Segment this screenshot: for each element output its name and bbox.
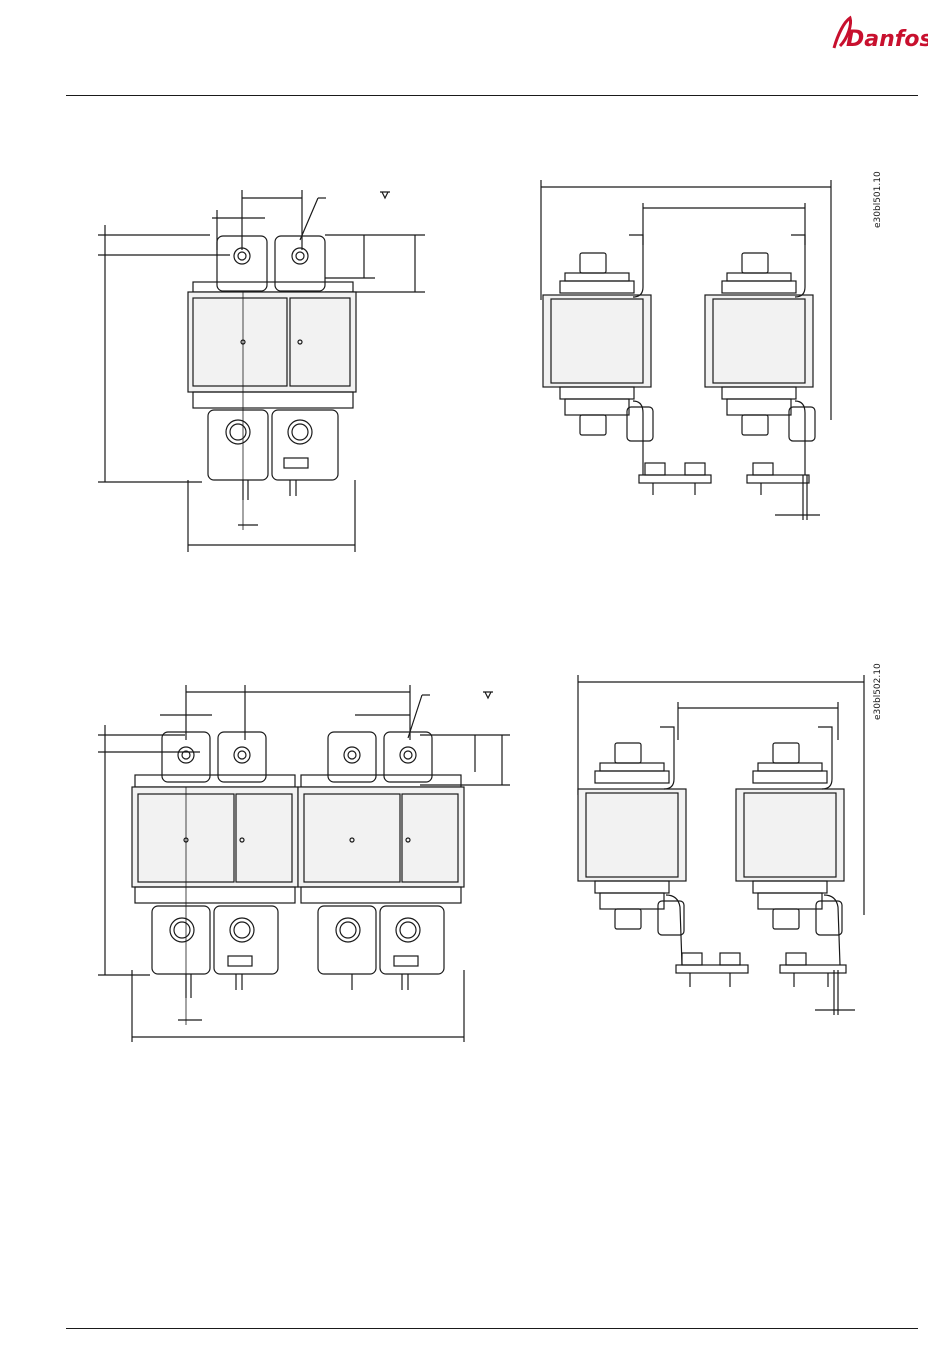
- footer-rule: [66, 1328, 918, 1329]
- danfoss-logo-icon: Danfoss: [828, 8, 928, 56]
- figure1-side-view: [535, 175, 855, 535]
- figure1-code: e30bl501.10: [873, 171, 883, 228]
- figure2-code: e30bl502.10: [873, 663, 883, 720]
- header-rule: [66, 95, 918, 96]
- danfoss-logo: Danfoss: [828, 8, 928, 56]
- figure2-side-view: [570, 670, 870, 1030]
- figure2-front-view: [90, 680, 510, 1050]
- figure1-front-view: [90, 180, 450, 560]
- brand-wordmark: Danfoss: [846, 27, 928, 52]
